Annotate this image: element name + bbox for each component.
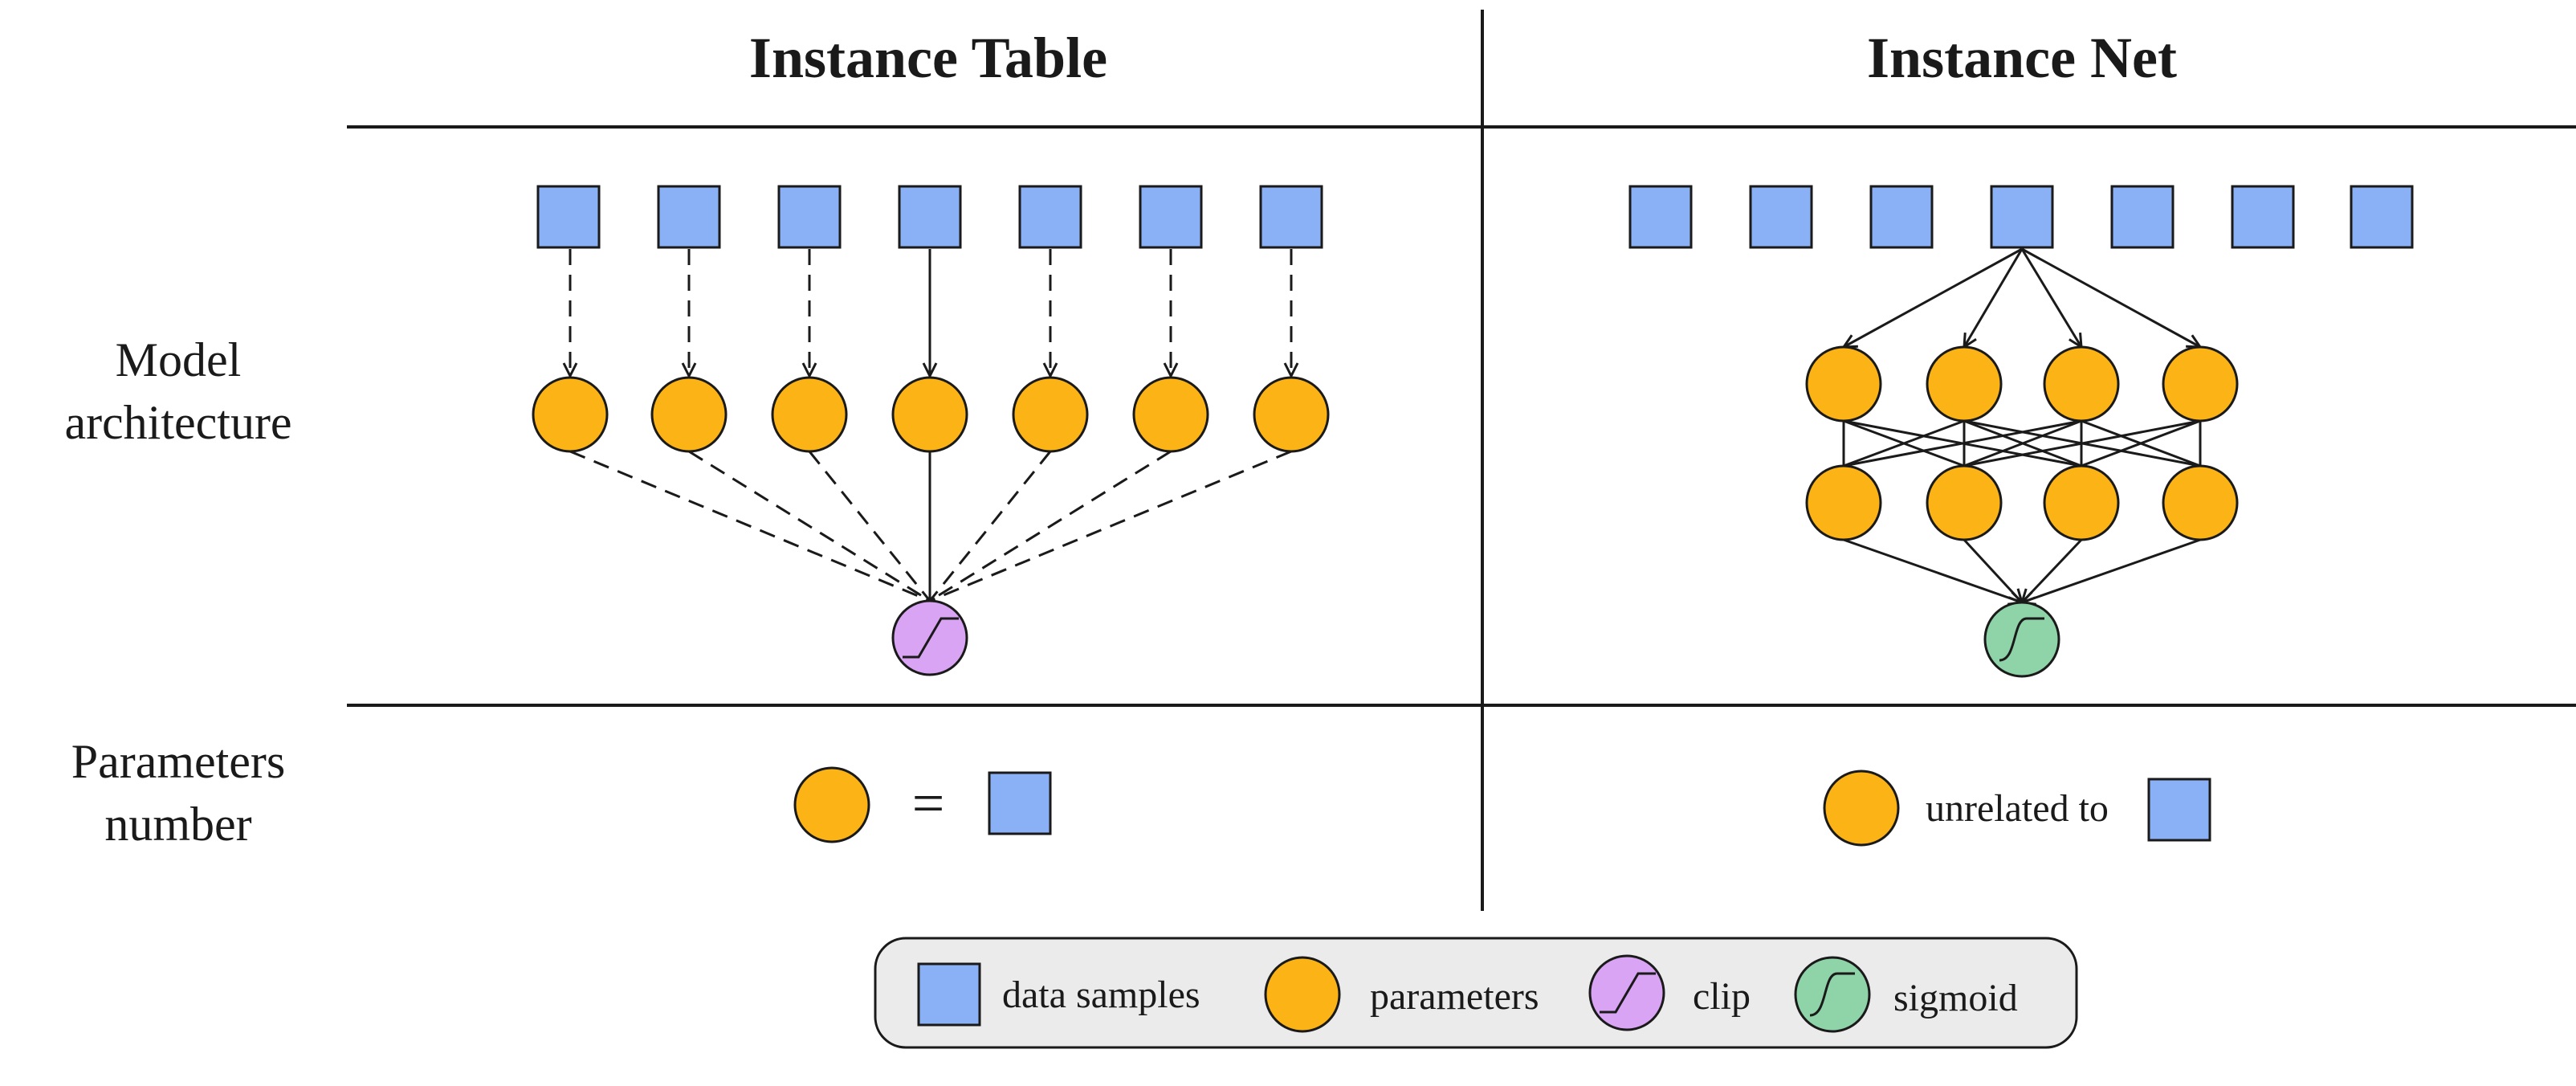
row-label-model: Model — [116, 333, 242, 386]
parameter-node — [1253, 376, 1330, 453]
data-sample-node — [1259, 185, 1323, 249]
header-instance-net: Instance Net — [1867, 26, 2177, 90]
parameters-row-left: = — [793, 766, 1052, 843]
parameter-node — [1926, 464, 2003, 541]
layer-to-sigmoid-edge — [1963, 538, 2022, 602]
data-sample-node — [2110, 185, 2175, 249]
data-sample-node — [2147, 778, 2211, 842]
row-label-parameters: Parameters — [71, 735, 286, 788]
legend-clip-label: clip — [1693, 975, 1751, 1018]
layer-edge — [2081, 419, 2201, 467]
parameter-node — [891, 376, 968, 453]
legend-clip-icon — [1600, 972, 1656, 1014]
sigmoid-node-circle — [1983, 601, 2060, 678]
unrelated-to-label: unrelated to — [1926, 787, 2109, 830]
parameter-node — [793, 766, 870, 843]
param-to-clip-edge — [688, 450, 931, 602]
instance-net-edges — [1843, 247, 2201, 602]
data-sample-node — [1869, 185, 1934, 249]
data-sample-node — [1628, 185, 1693, 249]
sigmoid-icon — [1999, 617, 2044, 662]
clip-node — [891, 599, 968, 676]
sample-to-layer-edge — [2020, 248, 2081, 347]
parameter-node — [2162, 464, 2239, 541]
data-sample-node — [2350, 185, 2414, 249]
layer-to-sigmoid-edge — [2022, 538, 2201, 602]
parameter-node — [771, 376, 848, 453]
equals-sign: = — [912, 771, 945, 835]
legend-parameters-label: parameters — [1370, 975, 1539, 1018]
header-instance-table: Instance Table — [749, 26, 1107, 90]
parameter-node — [1823, 770, 1900, 847]
data-sample-node — [777, 185, 842, 249]
legend-box — [874, 937, 2078, 1049]
instance-net-layer-2 — [1805, 464, 2239, 541]
sample-to-layer-edge — [1964, 248, 2024, 347]
data-sample-node — [1018, 185, 1082, 249]
parameter-node — [2043, 464, 2120, 541]
layer-to-sigmoid-edge — [1843, 538, 2022, 602]
sigmoid-node — [1983, 601, 2060, 678]
clip-icon — [903, 617, 959, 659]
parameter-node — [1012, 376, 1089, 453]
sample-to-layer-edge — [2021, 247, 2200, 347]
legend: data samples parameters clip sigmoid — [874, 937, 2078, 1049]
data-sample-node — [657, 185, 721, 249]
data-sample-node — [1749, 185, 1813, 249]
legend-data-samples-swatch — [917, 962, 981, 1027]
instance-table-samples — [536, 185, 1323, 249]
data-sample-node — [2231, 185, 2295, 249]
param-to-clip-edge — [928, 451, 1052, 602]
legend-sigmoid-swatch — [1794, 956, 1871, 1033]
data-sample-node — [1990, 185, 2054, 249]
legend-data-samples-label: data samples — [1002, 974, 1200, 1016]
layer-edge — [1963, 419, 2201, 467]
table-grid — [347, 10, 2576, 911]
row-label-architecture: architecture — [64, 396, 291, 449]
parameter-node — [1926, 345, 2003, 423]
data-sample-node — [988, 771, 1052, 835]
param-to-clip-edge — [929, 450, 1292, 602]
param-to-clip-edge — [569, 450, 931, 602]
parameter-node — [2043, 345, 2120, 423]
parameter-node — [1805, 464, 1882, 541]
data-sample-node — [1139, 185, 1203, 249]
parameter-node — [2162, 345, 2239, 423]
instance-net-samples — [1628, 185, 2414, 249]
instance-table-edges — [569, 249, 1292, 602]
instance-net-layer-1 — [1805, 345, 2239, 423]
instance-table-params — [532, 376, 1330, 453]
param-to-clip-edge — [929, 450, 1172, 602]
param-to-clip-edge — [808, 451, 931, 602]
data-sample-node — [536, 185, 601, 249]
parameter-node — [1132, 376, 1209, 453]
parameter-node — [1805, 345, 1882, 423]
legend-sigmoid-label: sigmoid — [1893, 977, 2018, 1019]
parameters-row-right: unrelated to — [1823, 770, 2211, 847]
parameter-node — [650, 376, 728, 453]
legend-parameters-swatch — [1264, 956, 1341, 1033]
row-label-number: number — [104, 798, 251, 851]
sample-to-layer-edge — [1844, 247, 2023, 347]
parameter-node — [532, 376, 609, 453]
legend-sigmoid-icon — [1809, 972, 1855, 1017]
data-sample-node — [898, 185, 962, 249]
layer-edge — [1843, 419, 2082, 467]
layer-edge — [1843, 419, 1965, 467]
layer-edge — [1963, 419, 2082, 467]
